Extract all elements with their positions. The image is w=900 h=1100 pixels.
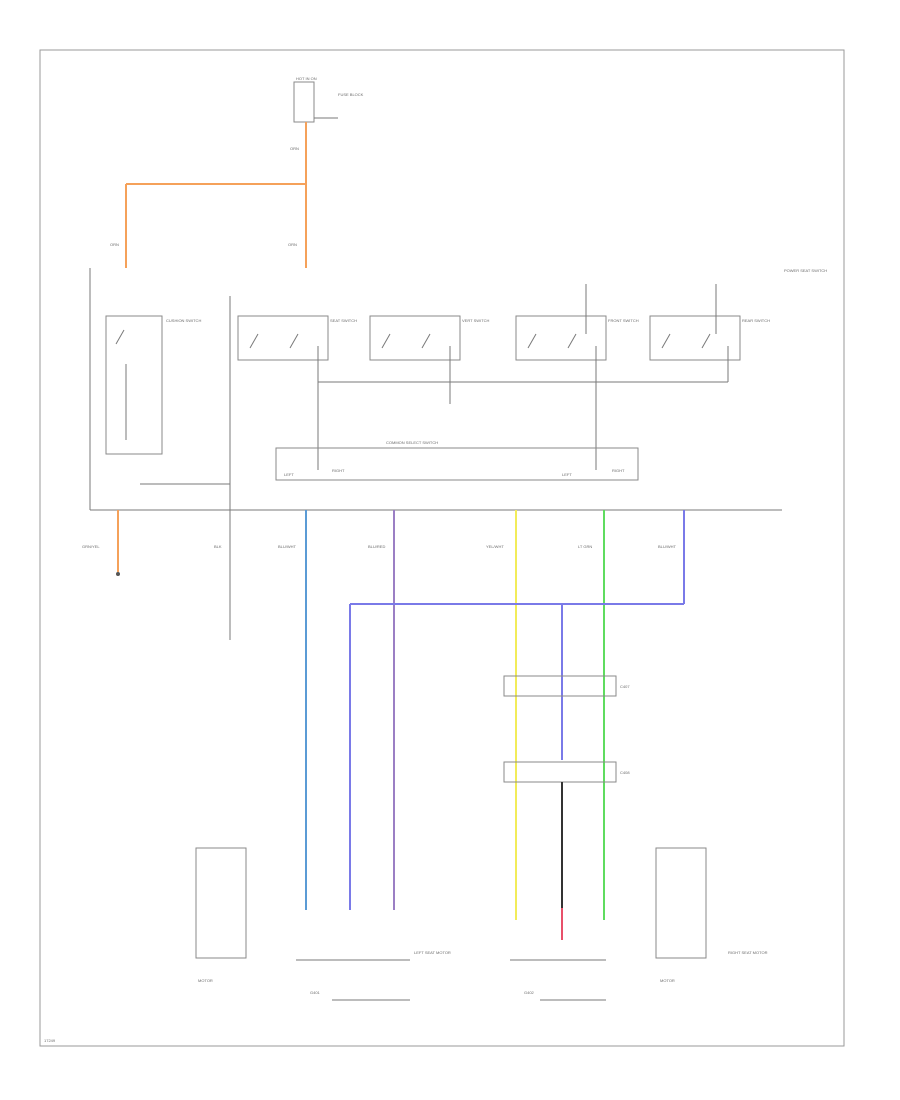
motor-label-right: MOTOR xyxy=(660,978,675,983)
common-select-switch xyxy=(275,447,639,481)
wire-label-b: BLK xyxy=(214,544,222,549)
select-right-1: RIGHT xyxy=(332,468,345,473)
connector-label-1: C407 xyxy=(620,684,630,689)
wire-label-a: GRN/YEL xyxy=(82,544,100,549)
motor-right-outer xyxy=(655,847,707,959)
switch-label-4: FRONT SWITCH xyxy=(608,318,639,323)
wire-label-d: BLU/RED xyxy=(368,544,385,549)
common-select-label: COMMON SELECT SWITCH xyxy=(386,440,438,445)
switch-box-2 xyxy=(237,315,329,361)
switch-box-1 xyxy=(105,315,163,455)
wire-label-c: BLU/WHT xyxy=(278,544,297,549)
footer-code: 17249 xyxy=(44,1038,56,1043)
right-motor-label: RIGHT SEAT MOTOR xyxy=(728,950,768,955)
ground-label-2: G402 xyxy=(524,990,535,995)
diagram-frame xyxy=(39,49,845,1047)
switch-label-5: REAR SWITCH xyxy=(742,318,770,323)
switch-box-5 xyxy=(649,315,741,361)
motor-label-left: MOTOR xyxy=(198,978,213,983)
fuse-label: HOT IN ON xyxy=(296,76,317,81)
select-left-1: LEFT xyxy=(284,472,294,477)
fuse-block xyxy=(293,81,315,123)
fuse-block-label: FUSE BLOCK xyxy=(338,92,364,97)
switch-label-2: SEAT SWITCH xyxy=(330,318,357,323)
power-seat-switch-label: POWER SEAT SWITCH xyxy=(784,268,827,273)
select-left-2: LEFT xyxy=(562,472,572,477)
wire-orn-label-2: ORN xyxy=(110,242,119,247)
left-motor-label: LEFT SEAT MOTOR xyxy=(414,950,451,955)
ground-label-1: G401 xyxy=(310,990,321,995)
switch-label-3: VERT SWITCH xyxy=(462,318,490,323)
switch-contacts xyxy=(115,329,711,349)
motor-left-outer xyxy=(195,847,247,959)
wire-label-g: BLU/WHT xyxy=(658,544,677,549)
wire-orn-label-3: ORN xyxy=(288,242,297,247)
switch-label-1: CUSHION SWITCH xyxy=(166,318,201,323)
wire-label-e: YEL/WHT xyxy=(486,544,504,549)
connector-2 xyxy=(503,761,617,783)
connector-1 xyxy=(503,675,617,697)
wire-label-f: LT GRN xyxy=(578,544,592,549)
switch-box-4 xyxy=(515,315,607,361)
switch-box-3 xyxy=(369,315,461,361)
connector-label-2: C408 xyxy=(620,770,630,775)
wire-orn-label-1: ORN xyxy=(290,146,299,151)
select-right-2: RIGHT xyxy=(612,468,625,473)
